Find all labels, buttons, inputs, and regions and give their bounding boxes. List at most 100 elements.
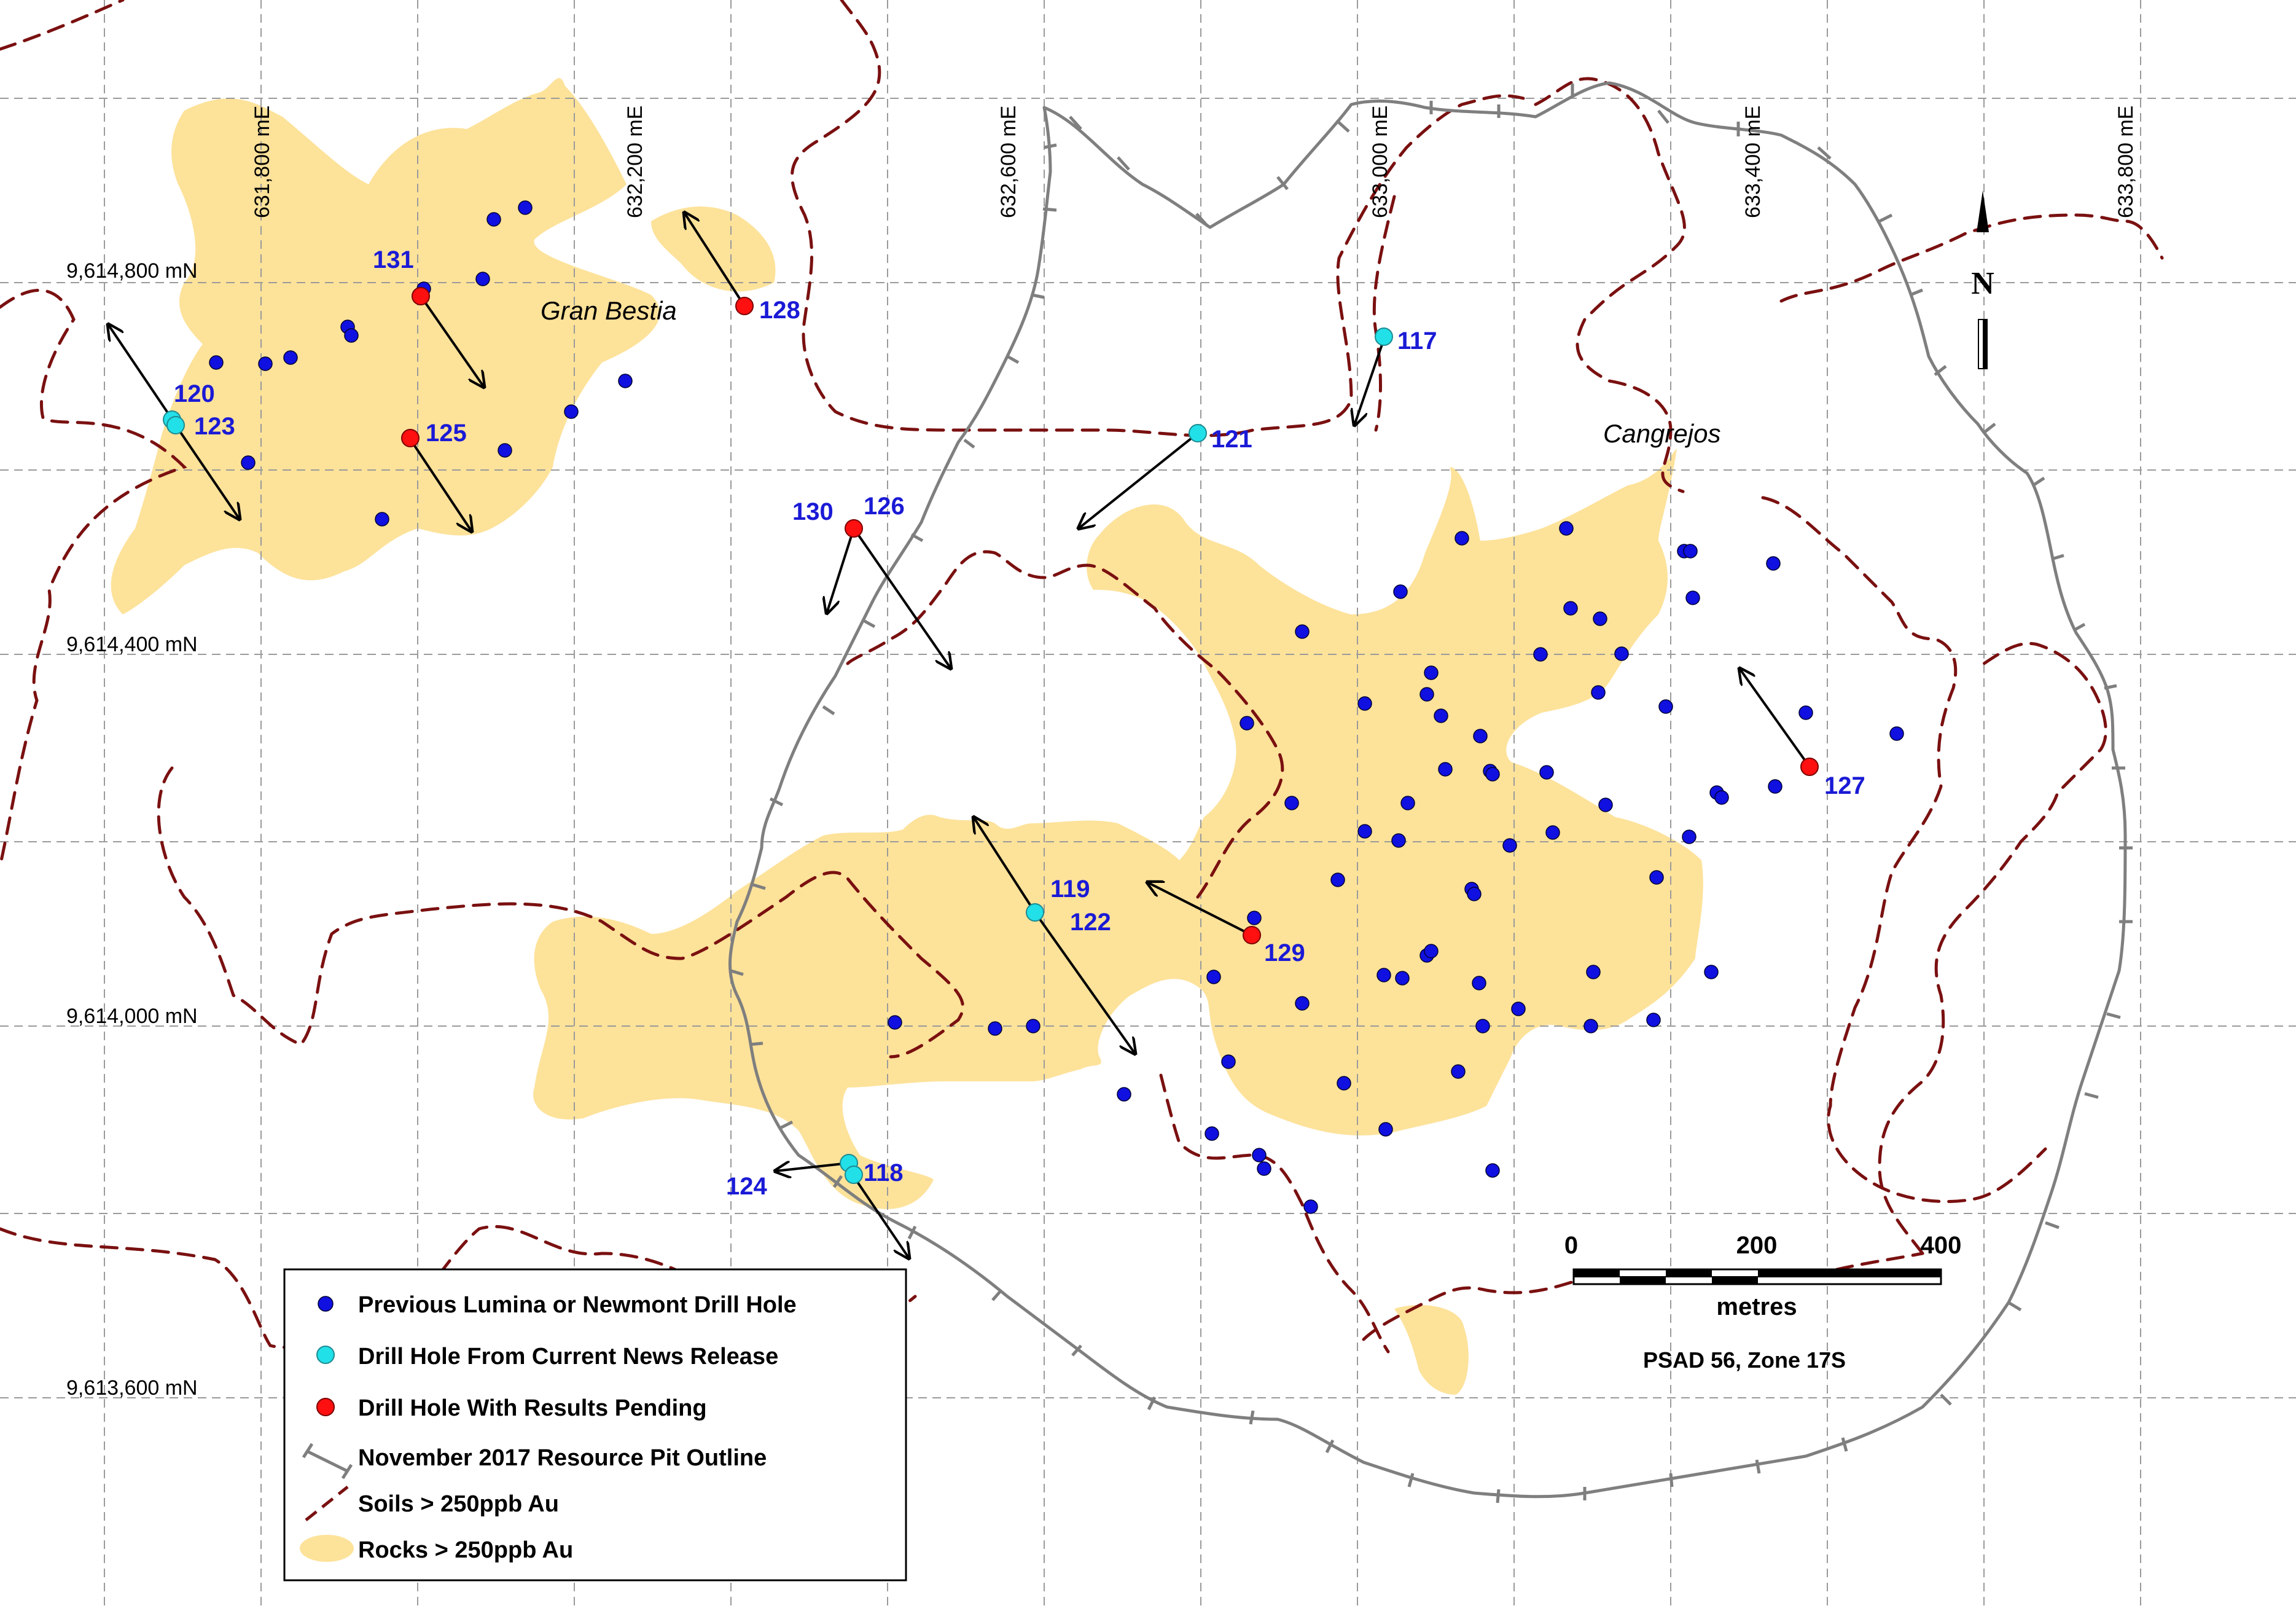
previous-hole <box>618 374 633 388</box>
previous-hole <box>518 200 533 215</box>
previous-hole <box>1533 647 1548 662</box>
previous-hole <box>1330 872 1345 887</box>
legend-rocks-icon <box>300 1535 354 1562</box>
legend-current-icon <box>316 1346 335 1364</box>
scale-bar: 0 200 400 metres PSAD 56, Zone 17S <box>1564 1232 1962 1373</box>
scale-tick-200: 200 <box>1736 1232 1778 1259</box>
easting-label: 632,600 mE <box>997 106 1020 218</box>
pit-outline-ticks <box>730 84 2133 1503</box>
rock-area-cangrejos <box>533 449 1703 1209</box>
legend-soils-label: Soils > 250ppb Au <box>358 1491 559 1517</box>
previous-hole <box>1798 705 1813 720</box>
drill-hole-traces <box>108 213 1811 1258</box>
previous-hole <box>1026 1019 1041 1033</box>
previous-hole <box>1658 699 1673 714</box>
previous-hole <box>1295 624 1310 639</box>
hole-121 <box>1189 424 1207 442</box>
previous-hole <box>1545 825 1560 840</box>
soil-outline-right-loop <box>1878 641 2107 1255</box>
previous-hole <box>283 350 298 365</box>
previous-hole <box>1419 687 1434 702</box>
rock-area-south <box>1394 1305 1469 1395</box>
label-119: 119 <box>1050 876 1090 903</box>
soil-outline-mid-loop <box>157 766 964 1059</box>
hole-126 <box>845 519 863 538</box>
previous-hole <box>1683 544 1698 559</box>
northing-label: 9,614,400 mN <box>66 633 198 656</box>
previous-hole <box>1473 729 1488 743</box>
easting-label: 633,400 mE <box>1741 106 1765 218</box>
trace-125 <box>409 438 472 531</box>
legend: Previous Lumina or Newmont Drill Hole Dr… <box>283 1268 907 1582</box>
previous-hole <box>1395 971 1410 986</box>
scale-tick-400: 400 <box>1921 1232 1962 1259</box>
previous-hole <box>1393 584 1408 599</box>
previous-hole <box>1682 829 1697 844</box>
previous-hole <box>1563 601 1578 616</box>
northing-label: 9,613,600 mN <box>66 1376 198 1400</box>
trace-126 <box>853 527 951 668</box>
north-arrow-shaft-fill <box>1983 319 1987 369</box>
legend-soils-icon <box>305 1486 349 1521</box>
label-117: 117 <box>1397 327 1437 355</box>
previous-hole <box>209 355 224 370</box>
trace-122 <box>1034 911 1135 1054</box>
legend-box <box>283 1268 907 1582</box>
label-127: 127 <box>1824 772 1865 799</box>
northing-label: 9,614,800 mN <box>66 259 198 283</box>
easting-label: 633,800 mE <box>2114 106 2138 218</box>
pit-outline-main <box>728 81 2127 1499</box>
trace-117 <box>1354 339 1385 425</box>
soil-outline-left <box>0 289 187 868</box>
rock-area-1118-lobe <box>651 206 776 292</box>
previous-hole <box>241 455 256 470</box>
previous-hole <box>1284 796 1299 810</box>
previous-hole <box>1376 968 1391 982</box>
previous-hole <box>988 1021 1002 1036</box>
previous-hole <box>1424 944 1439 958</box>
previous-hole <box>1257 1161 1271 1176</box>
label-128: 128 <box>759 297 800 324</box>
previous-hole <box>1357 824 1372 839</box>
previous-hole <box>1357 696 1372 711</box>
label-125: 125 <box>426 420 467 447</box>
trace-127 <box>1740 668 1811 768</box>
trace-120 <box>108 324 174 422</box>
previous-hole <box>1117 1087 1131 1102</box>
place-gran-bestia: Gran Bestia <box>541 296 677 325</box>
previous-hole <box>1704 965 1719 979</box>
easting-label: 633,000 mE <box>1369 106 1392 218</box>
previous-hole <box>1586 965 1601 979</box>
previous-hole <box>1714 790 1729 805</box>
previous-hole <box>1378 1122 1393 1137</box>
previous-hole <box>258 356 273 371</box>
easting-label: 632,200 mE <box>623 106 647 218</box>
previous-hole <box>1485 1163 1500 1178</box>
legend-current-label: Drill Hole From Current News Release <box>358 1344 778 1370</box>
hole-128 <box>735 297 754 315</box>
hole-118 <box>845 1166 863 1184</box>
current-release-holes <box>163 327 1393 1184</box>
previous-hole <box>1391 833 1406 848</box>
northing-labels: 9,614,800 mN 9,614,400 mN 9,614,000 mN 9… <box>66 259 198 1400</box>
trace-119 <box>974 817 1036 914</box>
resource-pit-outline <box>728 81 2133 1503</box>
previous-hole <box>486 212 501 227</box>
label-129: 129 <box>1264 939 1305 966</box>
label-131: 131 <box>373 246 414 273</box>
legend-previous-label: Previous Lumina or Newmont Drill Hole <box>358 1292 797 1318</box>
previous-hole <box>1252 1148 1267 1162</box>
previous-hole <box>1766 556 1781 571</box>
trace-129 <box>1147 882 1252 936</box>
previous-hole <box>1400 796 1415 810</box>
previous-hole <box>1221 1054 1236 1069</box>
label-130: 130 <box>792 498 834 525</box>
previous-hole <box>1559 521 1574 536</box>
hole-119 <box>1026 903 1044 922</box>
previous-hole <box>475 272 490 286</box>
label-122: 122 <box>1070 909 1111 936</box>
previous-hole <box>1591 685 1606 700</box>
label-121: 121 <box>1211 426 1252 453</box>
previous-hole <box>1614 646 1629 661</box>
previous-hole <box>888 1015 902 1030</box>
